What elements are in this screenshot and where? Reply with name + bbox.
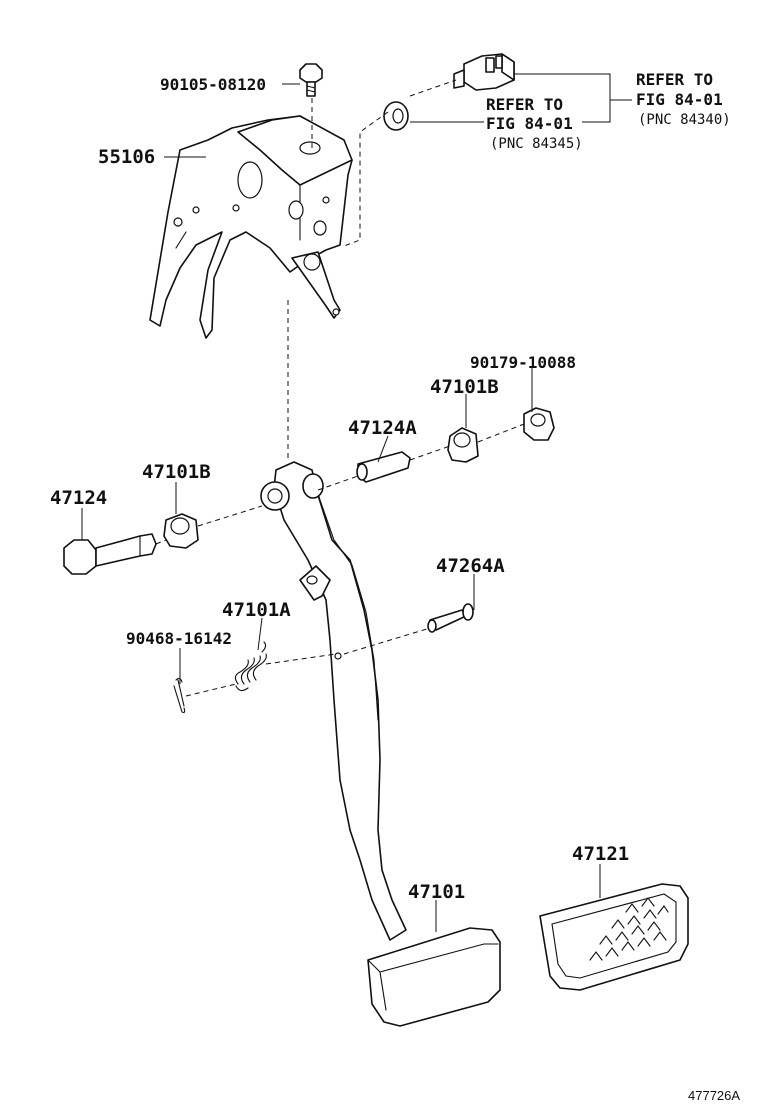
label-refer2-line1: REFER TO: [636, 70, 713, 89]
return-spring-47101a[interactable]: [234, 641, 267, 692]
pedal-pad-47121[interactable]: [539, 883, 689, 991]
label-bushing-90179-10088: 90179-10088: [470, 353, 576, 372]
bolt-90105-08120[interactable]: [299, 63, 323, 97]
leader-lines: [81, 73, 632, 932]
label-bushing-47101b-right: 47101B: [430, 376, 499, 398]
label-bracket-55106: 55106: [98, 146, 155, 168]
label-refer1-line1: REFER TO: [486, 95, 563, 114]
label-pedal-47101: 47101: [408, 881, 465, 903]
figure-id: 477726A: [688, 1088, 740, 1103]
clip-90468-16142[interactable]: [173, 677, 186, 714]
pedal-bracket[interactable]: [149, 115, 353, 339]
label-refer1-line2: FIG 84-01: [486, 114, 573, 133]
clevis-pin-47264a[interactable]: [427, 603, 474, 633]
label-refer2-pnc: (PNC 84340): [638, 112, 731, 128]
label-pin-47264a: 47264A: [436, 555, 505, 577]
label-bushing-47101b-left: 47101B: [142, 461, 211, 483]
bushing-47101b-left[interactable]: [163, 513, 199, 549]
label-clip-90468-16142: 90468-16142: [126, 629, 232, 648]
label-bolt-47124: 47124: [50, 487, 107, 509]
label-refer1-pnc: (PNC 84345): [490, 136, 583, 152]
bushing-90179-10088[interactable]: [523, 407, 555, 441]
pedal-cushion[interactable]: [383, 101, 409, 131]
brake-pedal-arm[interactable]: [273, 461, 501, 1027]
label-refer2-line2: FIG 84-01: [636, 90, 723, 109]
assembly-lines: [155, 79, 525, 697]
pivot-bolt-47124[interactable]: [63, 533, 157, 575]
label-bolt-90105-08120: 90105-08120: [160, 75, 266, 94]
label-spring-47101a: 47101A: [222, 599, 291, 621]
sleeve-47124a[interactable]: [356, 451, 411, 483]
label-sleeve-47124a: 47124A: [348, 417, 417, 439]
pedal-pivot-boss: [260, 473, 324, 511]
bushing-47101b-right[interactable]: [447, 427, 479, 463]
stop-lamp-switch[interactable]: [453, 53, 515, 91]
label-pad-47121: 47121: [572, 843, 629, 865]
